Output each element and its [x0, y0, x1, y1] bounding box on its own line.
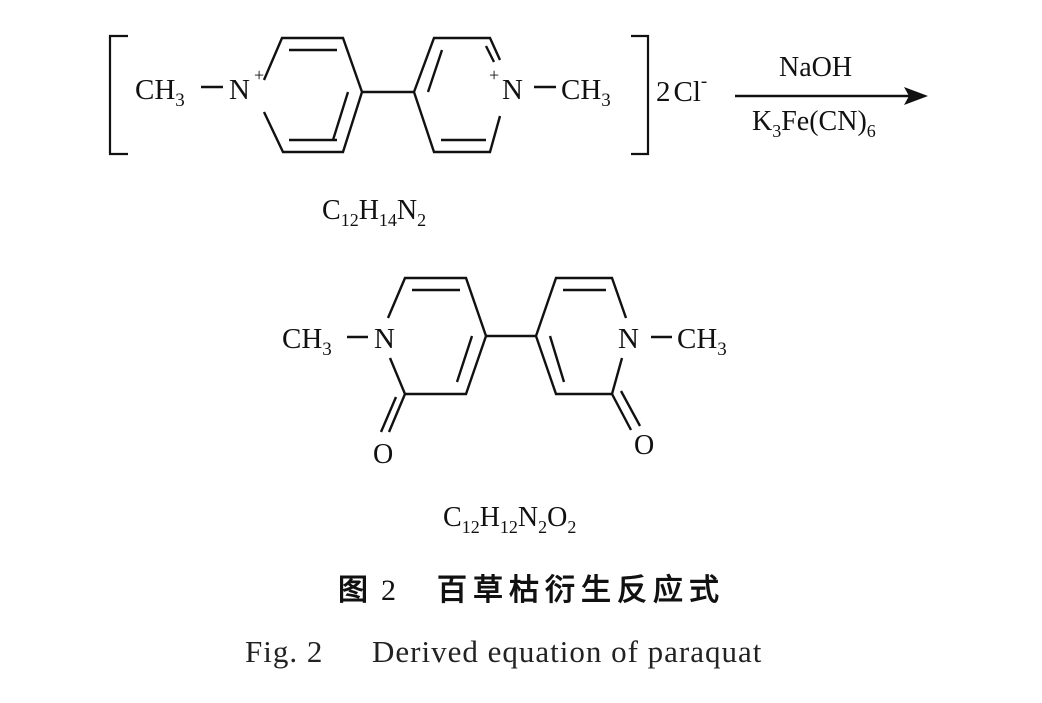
product-right-nitrogen: N — [618, 323, 639, 355]
caption-en-title: Derived equation of paraquat — [372, 634, 762, 669]
reagent-above: NaOH — [779, 52, 852, 83]
reaction-arrow: NaOH K3Fe(CN)6 — [735, 52, 928, 141]
product-left-oxygen: O — [373, 439, 393, 470]
product-left-nitrogen: N — [374, 323, 395, 355]
product-left-carbonyl — [387, 393, 407, 433]
caption-zh-number: 2 — [381, 574, 396, 607]
reactant-right-methyl: CH3 — [561, 74, 611, 111]
product-right-oxygen: O — [634, 430, 654, 461]
reagent-below: K3Fe(CN)6 — [752, 106, 876, 141]
reactant-right-charge: + — [489, 65, 499, 85]
caption-zh-label: 图 — [338, 573, 374, 608]
left-bracket — [108, 34, 128, 156]
reactant-right-nitrogen: N — [502, 74, 523, 106]
caption-en-label: Fig. 2 — [245, 634, 323, 669]
figure-caption: 图 2 百草枯衍生反应式 Fig. 2 Derived equation of … — [245, 573, 762, 669]
product-formula: C12H12N2O2 — [443, 502, 576, 537]
reactant-left-charge: + — [254, 65, 264, 85]
reactant-formula: C12H14N2 — [322, 195, 426, 230]
caption-zh-title: 百草枯衍生反应式 — [437, 573, 725, 608]
product-left-methyl: CH3 — [282, 323, 332, 360]
product-right-ring — [534, 276, 628, 396]
product-right-methyl: CH3 — [677, 323, 727, 360]
right-bracket — [631, 34, 650, 156]
reactant-left-methyl: CH3 — [135, 74, 185, 111]
arrow-head — [904, 87, 928, 105]
product-structure: CH3 N O O N CH3 C12H12N2O2 — [282, 276, 727, 537]
reactant-right-ring — [412, 36, 502, 154]
reactant-left-nitrogen: N — [229, 74, 250, 106]
product-right-carbonyl — [610, 393, 633, 431]
